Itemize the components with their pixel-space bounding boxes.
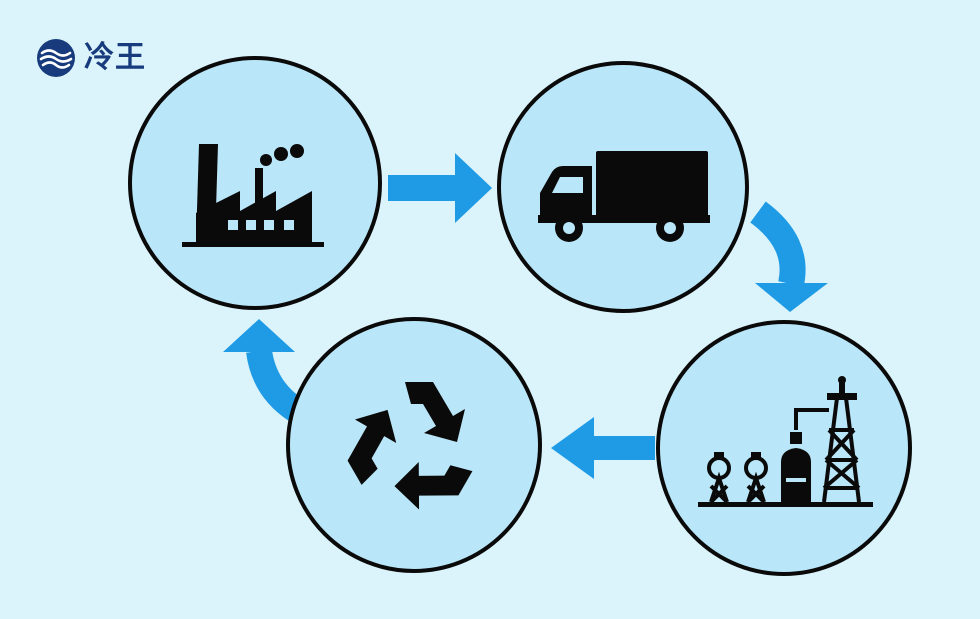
arrow-truck-to-refinery bbox=[749, 201, 828, 312]
arrow-factory-to-truck bbox=[388, 153, 492, 223]
brand-name: 冷王 bbox=[84, 40, 146, 75]
truck-icon bbox=[538, 151, 710, 242]
factory-icon bbox=[182, 144, 324, 247]
wave-globe-logo-icon bbox=[37, 39, 75, 77]
node-oil-refinery bbox=[656, 320, 912, 576]
arrow-refinery-to-recycle bbox=[551, 417, 655, 479]
oil-derrick-refinery-icon bbox=[698, 376, 873, 507]
brand-logo: 冷王 bbox=[36, 38, 146, 78]
recycle-icon bbox=[347, 382, 473, 510]
arrow-recycle-to-factory bbox=[223, 319, 304, 421]
node-recycle bbox=[286, 317, 542, 573]
